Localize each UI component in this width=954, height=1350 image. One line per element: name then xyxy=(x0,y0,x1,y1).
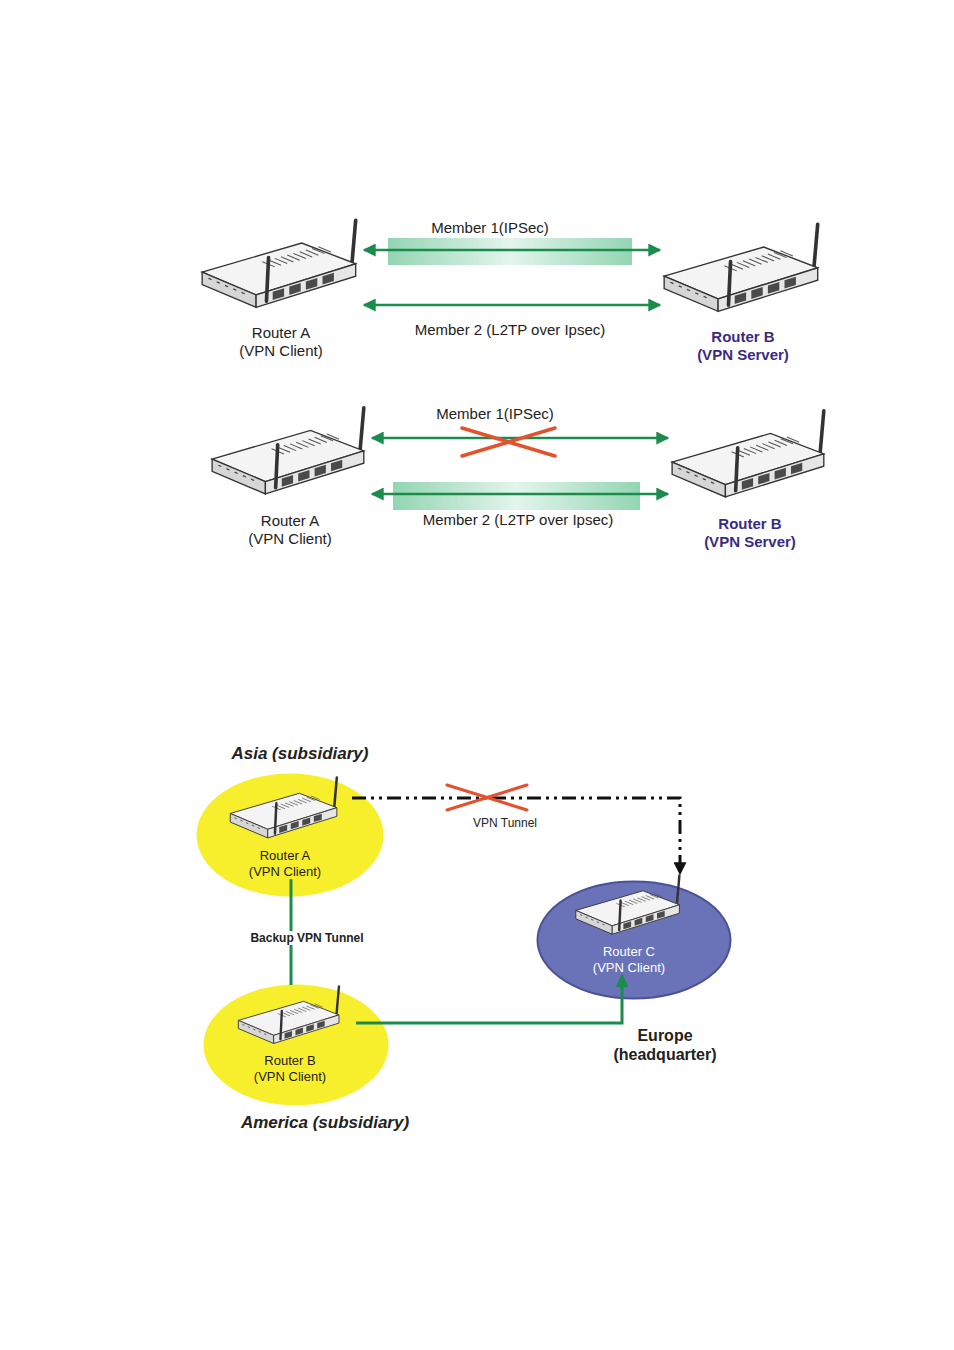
tunnel-label: Member 2 (L2TP over Ipsec) xyxy=(413,321,608,339)
router-icon xyxy=(198,216,364,324)
region-heading: Asia (subsidiary) xyxy=(229,744,372,764)
tunnel-connector xyxy=(364,249,660,252)
region-ellipse xyxy=(202,983,390,1107)
active-tunnel-band xyxy=(393,482,640,510)
region-heading: Europe (headquarter) xyxy=(610,1026,719,1064)
router-node: Router C (VPN Client) xyxy=(566,874,692,975)
router-label: Router C (VPN Client) xyxy=(590,944,668,975)
router-node: Router A (VPN Client) xyxy=(218,776,352,879)
router-label: Router B (VPN Client) xyxy=(251,1053,329,1084)
tunnel-label: Member 1(IPSec) xyxy=(429,219,551,237)
router-node: Router B (VPN Server) xyxy=(660,220,826,364)
tunnel-connector xyxy=(352,798,680,874)
active-tunnel-band xyxy=(388,238,632,265)
router-node: Router A (VPN Client) xyxy=(198,216,364,360)
site-region: Asia (subsidiary) Router A (VPN Client) xyxy=(190,742,390,902)
router-label: Router A (VPN Client) xyxy=(245,512,334,548)
tunnel-connector xyxy=(364,304,660,307)
router-node: Router B (VPN Server) xyxy=(668,405,832,551)
failed-cross xyxy=(462,428,555,456)
failed-cross xyxy=(447,785,527,810)
tunnel-label: Member 2 (L2TP over Ipsec) xyxy=(421,511,616,529)
router-node: Router A (VPN Client) xyxy=(208,402,372,548)
region-heading: America (subsidiary) xyxy=(238,1113,412,1133)
router-icon xyxy=(566,874,692,944)
router-label: Router B (VPN Server) xyxy=(701,515,799,551)
tunnel-label: VPN Tunnel xyxy=(471,816,539,830)
router-node: Router B (VPN Client) xyxy=(224,985,356,1084)
router-label: Router B (VPN Server) xyxy=(694,328,792,364)
router-icon xyxy=(218,776,352,848)
tunnel-label: Backup VPN Tunnel xyxy=(248,931,365,945)
tunnel-label: Member 1(IPSec) xyxy=(434,405,556,423)
router-icon xyxy=(668,405,832,515)
router-label: Router A (VPN Client) xyxy=(236,324,325,360)
tunnel-connector xyxy=(372,493,668,496)
router-icon xyxy=(660,220,826,328)
site-region: Europe (headquarter) Router C (VPN Client… xyxy=(534,876,734,1066)
router-icon xyxy=(224,985,356,1053)
router-label: Router A (VPN Client) xyxy=(246,848,324,879)
site-region: America (subsidiary) Router B (VPN Client… xyxy=(198,980,428,1145)
router-icon xyxy=(208,402,372,512)
region-ellipse xyxy=(195,772,385,898)
